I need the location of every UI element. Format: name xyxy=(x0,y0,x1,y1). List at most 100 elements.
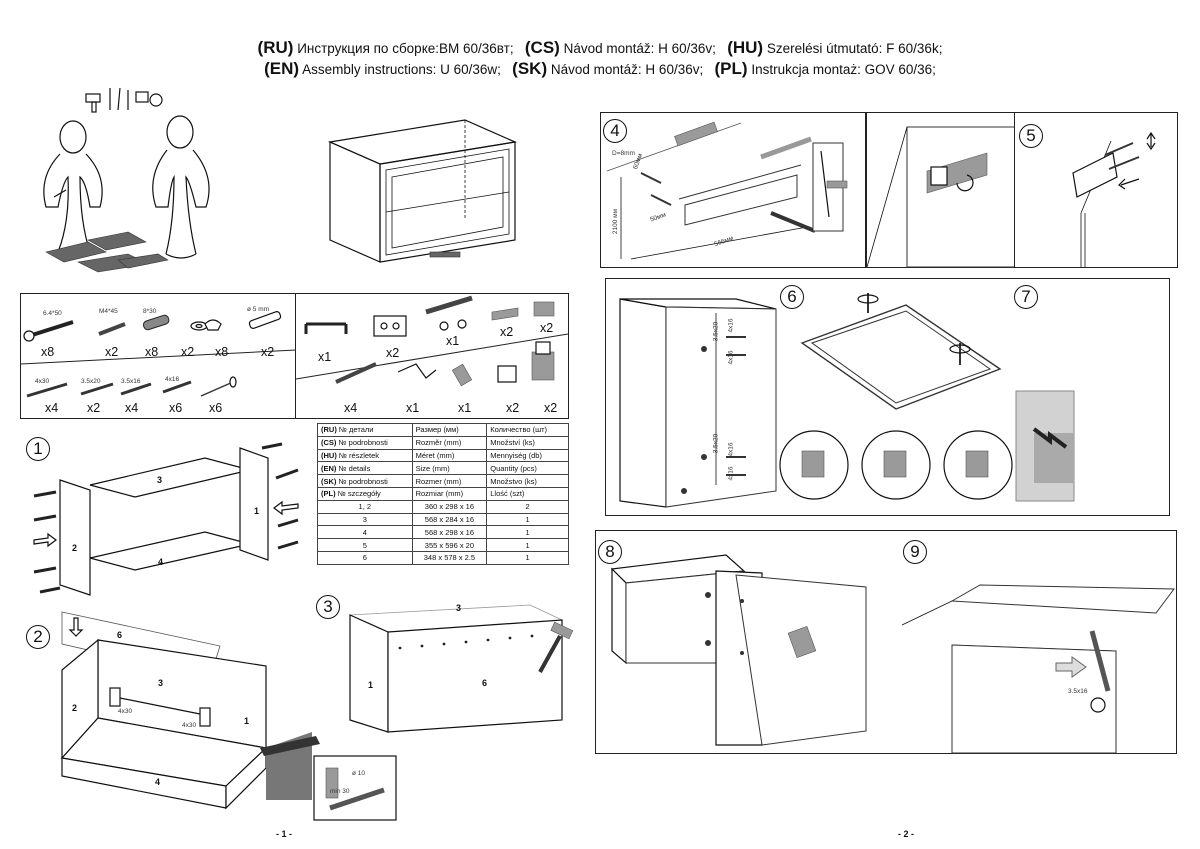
height-2100-label: 2100 мм xyxy=(612,208,620,235)
screw-4x16-icon xyxy=(162,380,192,394)
screw-label-4x30-a: 4x30 xyxy=(118,708,133,715)
part-2-label-step2: 2 xyxy=(72,703,78,713)
boards-pile xyxy=(45,231,169,273)
qty-screw-4x16: x6 xyxy=(169,401,183,415)
washer-icon xyxy=(190,321,208,331)
qty-washer: x2 xyxy=(181,345,195,359)
screw-3.5x16-icon xyxy=(120,382,152,396)
step-4-drawing xyxy=(606,121,848,260)
assembled-cabinet-drawing xyxy=(327,119,518,263)
gas-lift-icon xyxy=(425,295,473,331)
two-people-illustration xyxy=(43,87,210,273)
hinge-icon xyxy=(531,341,555,381)
screw-label-3.5x20-bottom: 3.5x20 xyxy=(712,433,720,454)
step-8-number: 8 xyxy=(598,540,622,564)
qty-clip: x2 xyxy=(506,401,520,415)
part-1-label-step2: 1 xyxy=(244,716,250,726)
qty-anchor: x2 xyxy=(261,345,275,359)
page-number-2: - 2 - xyxy=(898,829,915,839)
label-m4x45: M4*45 xyxy=(99,308,118,315)
part-1-label-step3: 1 xyxy=(368,680,374,690)
step-2-number: 2 xyxy=(26,625,50,649)
part-4-label: 4 xyxy=(158,557,164,567)
rail-detail-panel xyxy=(866,112,1016,268)
part-4-label-step2: 4 xyxy=(155,777,161,787)
qty-screw-3.5x20: x2 xyxy=(87,401,101,415)
qty-anchor-hook: x4 xyxy=(344,401,358,415)
label-3.5x20: 3.5x20 xyxy=(81,378,101,385)
step-6-7-panel xyxy=(605,278,1170,516)
qty-screw-3.5x16: x4 xyxy=(125,401,139,415)
bracket-icon xyxy=(533,301,555,317)
rail-detail-drawing xyxy=(866,126,1016,268)
label-3.5x16: 3.5x16 xyxy=(121,378,141,385)
qty-hinge: x2 xyxy=(544,401,558,415)
nail-icon xyxy=(200,376,237,397)
hardware-right-drawings xyxy=(295,295,569,387)
part-6-label-step3: 6 xyxy=(482,678,488,688)
qty-pin: x1 xyxy=(458,401,472,415)
part-1-label: 1 xyxy=(254,506,260,516)
tools-icon xyxy=(85,87,163,113)
hammer-icon xyxy=(538,621,574,673)
label-4x30: 4x30 xyxy=(35,378,50,385)
label-6.4x50: 6.4*50 xyxy=(43,310,62,317)
label-8x30: 8*30 xyxy=(143,308,157,315)
rail-icon xyxy=(491,307,519,321)
cap-icon xyxy=(204,319,222,331)
hardware-box-right: x1 x2 x1 x2 x2 x4 x1 x1 x2 x2 xyxy=(295,293,569,419)
screw-label-4x30-b: 4x30 xyxy=(182,722,197,729)
qty-dowel: x8 xyxy=(145,345,159,359)
step-3-drawing xyxy=(349,604,574,733)
screw-label-4x16-bottom-b: 4x16 xyxy=(727,466,735,481)
hook-icon xyxy=(397,363,437,379)
part-2-label: 2 xyxy=(72,543,78,553)
qty-handle: x1 xyxy=(318,350,332,364)
step-1-drawing xyxy=(33,442,299,596)
step-8-9-panel xyxy=(595,530,1177,754)
step-4-number: 4 xyxy=(603,119,627,143)
step-7-number: 7 xyxy=(1014,285,1038,309)
anchor-icon xyxy=(248,311,282,329)
step-9-number: 9 xyxy=(903,540,927,564)
step-5-number: 5 xyxy=(1019,124,1043,148)
part-3-label-step2: 3 xyxy=(158,678,164,688)
title-line-2: (EN) Assembly instructions: U 60/36w; (S… xyxy=(264,59,936,78)
step-4-panel xyxy=(600,112,866,268)
hardware-box-left: 6.4*50 M4*45 8*30 ø 5 mm x8 x2 x8 x2 x8 … xyxy=(20,293,297,419)
qty-rail: x2 xyxy=(500,325,514,339)
drill-diameter-label: D=8mm xyxy=(612,150,635,157)
step-3-number: 3 xyxy=(316,595,340,619)
qty-screw-4x30: x4 xyxy=(45,401,59,415)
pin-icon xyxy=(451,363,473,387)
screw-label-4x16-top-b: 4x16 xyxy=(727,350,735,365)
min-depth-label: min 30 xyxy=(330,788,350,795)
qty-hook: x1 xyxy=(406,401,420,415)
screw-label-4x16-bottom-a: 4x16 xyxy=(727,442,735,457)
qty-cap: x8 xyxy=(215,345,229,359)
title-header: (RU) Инструкция по сборке:ВМ 60/36вт; (C… xyxy=(0,38,1200,80)
step-6-drawing xyxy=(619,293,1075,508)
clip-icon xyxy=(497,365,517,383)
screw-label-3.5x16: 3.5x16 xyxy=(1068,688,1088,695)
dowel-icon xyxy=(142,314,170,331)
anchor-hook-icon xyxy=(335,362,377,384)
step-5-drawing xyxy=(1072,131,1156,267)
label-5mm: ø 5 mm xyxy=(247,306,270,313)
hinge-plate-icon xyxy=(373,315,407,337)
qty-gas-lift: x1 xyxy=(446,334,460,348)
step-8-9-drawing xyxy=(610,554,1175,754)
person-left xyxy=(43,120,103,257)
screw-label-3.5x20-top: 3.5x20 xyxy=(712,321,720,342)
part-3-label-step3: 3 xyxy=(456,603,462,613)
screw-label-4x16-top-a: 4x16 xyxy=(727,318,735,333)
